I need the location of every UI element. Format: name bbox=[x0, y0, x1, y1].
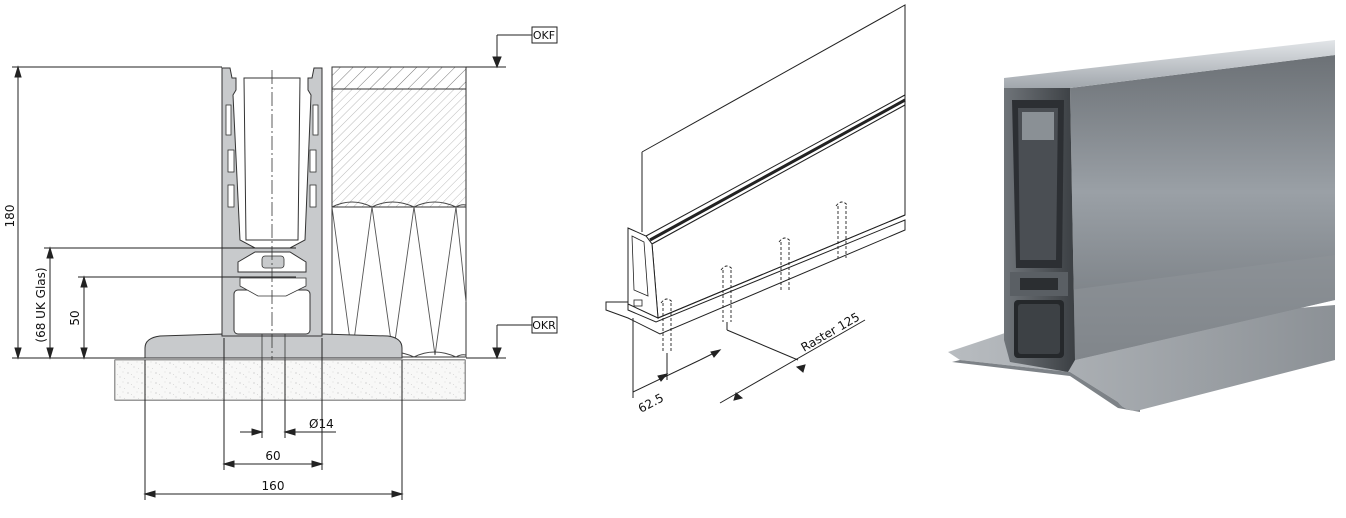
dim-spacing-60-label: 60 bbox=[265, 449, 280, 463]
dim-anchor-50-label: 50 bbox=[68, 310, 82, 325]
level-tag-okf-label: OKF bbox=[533, 29, 555, 42]
dim-spacing-60 bbox=[222, 338, 324, 470]
dim-glass-bottom-label: (68 UK Glas) bbox=[34, 267, 48, 342]
iso-end-face bbox=[627, 227, 659, 319]
level-tag-okr-label: OKR bbox=[532, 319, 556, 332]
iso-dimensions bbox=[632, 318, 866, 404]
dim-base-160-label: 160 bbox=[262, 479, 285, 493]
iso-profile-body bbox=[651, 104, 906, 319]
dim-height-180 bbox=[12, 65, 222, 360]
floor-buildup bbox=[331, 66, 467, 358]
dim-hole-14-label: Ø14 bbox=[309, 417, 334, 431]
iso-base bbox=[605, 219, 906, 335]
render-top-rail bbox=[1004, 40, 1335, 92]
iso-dim-edge-label: 62.5 bbox=[636, 391, 666, 416]
dim-glass-bottom bbox=[44, 246, 296, 360]
level-tag-okf bbox=[466, 26, 558, 69]
iso-dim-raster-label: Raster 125 bbox=[799, 310, 863, 355]
level-tag-okr bbox=[466, 316, 558, 360]
dim-height-180-label: 180 bbox=[3, 205, 17, 228]
iso-view bbox=[605, 4, 906, 404]
dim-hole-14 bbox=[240, 360, 336, 438]
dim-anchor-50 bbox=[78, 275, 296, 360]
iso-anchors bbox=[660, 201, 849, 353]
dim-base-160 bbox=[143, 360, 404, 500]
profile-render bbox=[948, 40, 1335, 412]
profile-section bbox=[144, 67, 403, 360]
section-view: 180 (68 UK Glas) 50 Ø14 bbox=[3, 26, 558, 500]
profile-base-flange bbox=[144, 333, 403, 359]
